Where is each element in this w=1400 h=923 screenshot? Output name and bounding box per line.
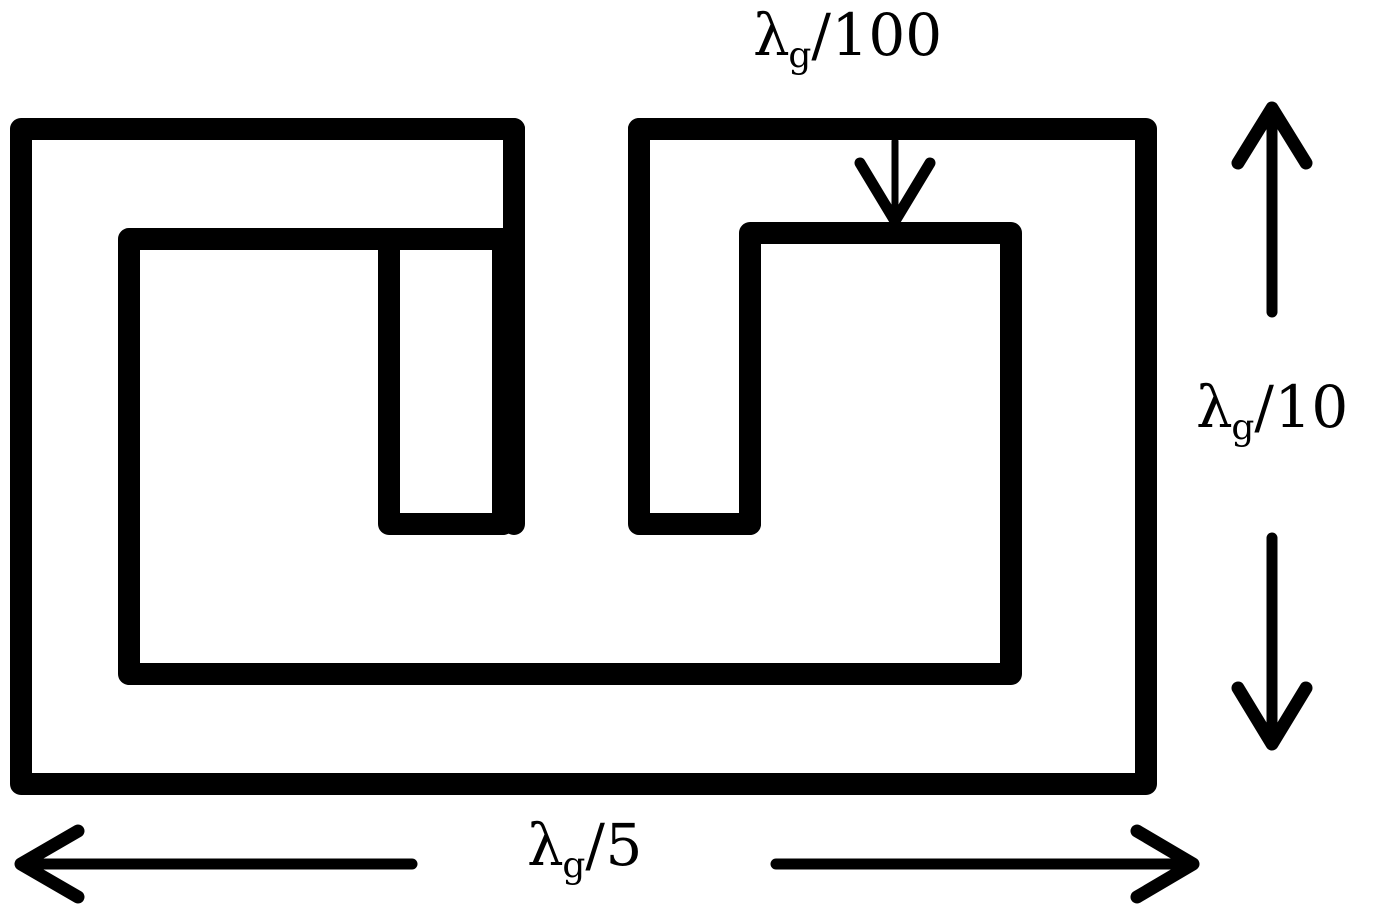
width-dimension-arrows — [14, 824, 1200, 904]
label-overall-width: λg/5 — [527, 816, 642, 883]
denominator-gap: 100 — [831, 1, 943, 69]
left-slot-group — [378, 228, 514, 535]
lambda-subscript-height: g — [1231, 406, 1255, 448]
lambda-glyph-height: λ — [1196, 373, 1233, 441]
inner-ring-group — [118, 222, 1022, 685]
divider-gap: / — [811, 1, 831, 69]
label-overall-height: λg/10 — [1196, 378, 1348, 445]
label-trace-width: λg/100 — [753, 6, 942, 73]
width-left-arrow-head — [14, 824, 85, 904]
height-down-arrow-head — [1231, 681, 1313, 751]
height-dimension-arrows — [1231, 101, 1313, 751]
gap-arrow-head — [854, 157, 936, 227]
height-up-arrow-head — [1231, 101, 1313, 170]
denominator-width: 5 — [605, 811, 643, 879]
inner-meander-path — [118, 222, 1022, 685]
gap-indicator-arrow — [854, 137, 936, 227]
lambda-subscript-gap: g — [788, 34, 812, 76]
outer-ring-group — [10, 118, 1157, 795]
lambda-glyph-gap: λ — [753, 1, 790, 69]
right-slot-u — [628, 118, 761, 535]
left-slot-u — [378, 228, 514, 535]
divider-width: / — [585, 811, 605, 879]
right-slot-group — [628, 118, 761, 535]
width-right-arrow-head — [1130, 824, 1200, 904]
outer-ring-left-branch — [10, 118, 1157, 795]
lambda-glyph-width: λ — [527, 811, 564, 879]
denominator-height: 10 — [1274, 373, 1349, 441]
lambda-subscript-width: g — [562, 844, 586, 886]
divider-height: / — [1254, 373, 1274, 441]
